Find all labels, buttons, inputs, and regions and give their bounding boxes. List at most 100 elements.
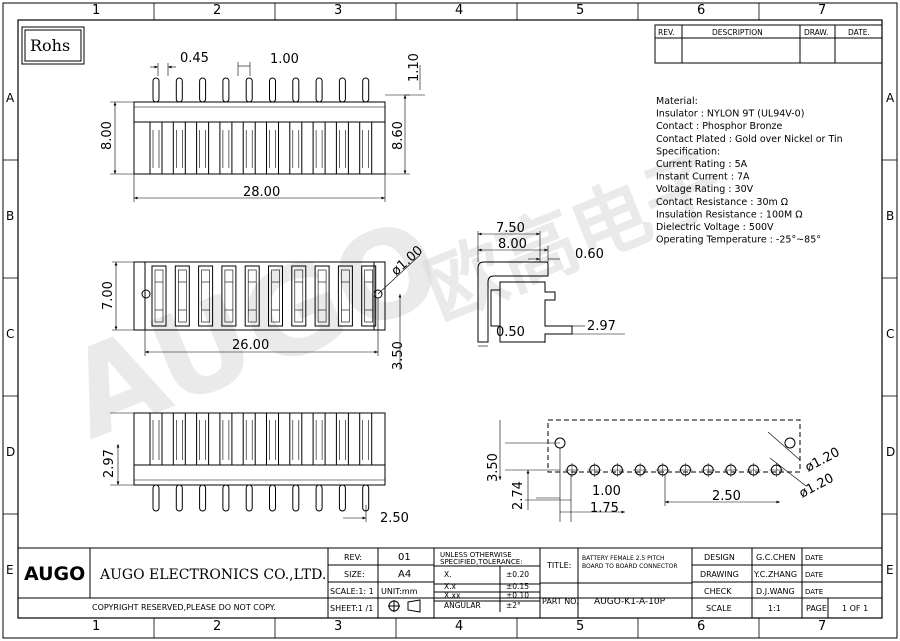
rear-pin <box>292 484 300 512</box>
scale-value-2: 1:1 <box>768 604 781 613</box>
title-block <box>18 547 882 619</box>
tolerance-key: X.xx <box>444 591 461 600</box>
rear-pin <box>175 484 183 512</box>
scale-label: SCALE:1: 1 <box>330 587 374 596</box>
page-label: PAGE <box>806 604 827 613</box>
top-pin <box>199 77 207 103</box>
rear-pin <box>338 484 346 512</box>
grid-col-3-bottom: 3 <box>334 619 342 634</box>
rev-value: 01 <box>398 552 411 563</box>
title-value-1: BATTERY FEMALE 2.5 PITCH <box>582 555 665 562</box>
front-slot <box>268 265 283 327</box>
check-value: D.J.WANG <box>756 587 795 596</box>
rohs-badge: Rohs <box>21 26 85 65</box>
tolerance-value: ±0.15 <box>506 582 529 591</box>
top-slot <box>266 121 279 175</box>
rev-header: REV. <box>658 28 675 37</box>
dim-pcb-hole-2: ø1.20 <box>797 471 837 502</box>
pcb-footprint <box>498 419 807 522</box>
top-pin <box>269 77 276 103</box>
rear-view <box>110 412 386 522</box>
grid-col-7-bottom: 7 <box>818 619 826 634</box>
grid-row-A-right: A <box>886 91 895 105</box>
grid-col-1-bottom: 1 <box>92 619 100 634</box>
spec-line: Dielectric Voltage : 500V <box>656 222 774 233</box>
company-name: AUGO ELECTRONICS CO.,LTD. <box>99 567 326 583</box>
spec-line: Contact : Phosphor Bronze <box>656 121 783 132</box>
rear-pin <box>222 484 230 512</box>
rear-pin <box>245 484 253 512</box>
grid-row-D-right: D <box>886 445 895 459</box>
rear-slot <box>219 412 233 466</box>
dim-side-750: 7.50 <box>496 221 525 236</box>
front-slot <box>337 265 353 327</box>
rear-slot <box>242 412 256 466</box>
rear-slot <box>335 412 349 466</box>
design-value: G.C.CHEN <box>756 553 796 562</box>
rear-pin <box>269 484 276 512</box>
dim-pcb-274: 2.74 <box>511 481 526 510</box>
part-no-label: PART NO. <box>542 597 579 606</box>
spec-line: Current Rating : 5A <box>656 159 748 170</box>
design-label: DESIGN <box>704 553 735 562</box>
front-slot <box>314 265 330 327</box>
drawing-value: Y.C.ZHANG <box>753 570 797 579</box>
rear-slot <box>359 412 373 466</box>
specification-notes: Material:Insulator : NYLON 9T (UL94V-0)C… <box>656 96 843 246</box>
spec-line: Contact Resistance : 30m Ω <box>656 197 788 208</box>
top-pin <box>152 77 160 103</box>
part-no-value: AUGO-K1-A-10P <box>594 597 666 607</box>
dim-pin-width: 0.45 <box>180 51 209 66</box>
date-label-2: DATE <box>805 571 823 579</box>
unit-label: UNIT:mm <box>381 587 418 596</box>
top-slot <box>289 121 303 175</box>
grid-col-6-bottom: 6 <box>697 619 705 634</box>
date-header: DATE. <box>848 28 870 37</box>
front-slot <box>361 265 377 327</box>
top-slot <box>196 121 210 175</box>
side-view <box>477 231 625 347</box>
grid-row-E-right: E <box>886 563 894 577</box>
dim-side-050: 0.50 <box>496 325 525 340</box>
size-label: SIZE: <box>344 570 365 579</box>
description-header: DESCRIPTION <box>712 28 763 37</box>
spec-line: Material: <box>656 96 698 107</box>
title-value-2: BOARD TO BOARD CONNECTOR <box>582 563 678 570</box>
front-view <box>112 254 421 370</box>
spec-line: Specification: <box>656 146 720 157</box>
rohs-text: Rohs <box>30 36 70 55</box>
dim-top-total-height: 8.60 <box>391 121 406 150</box>
grid-col-2-bottom: 2 <box>213 619 221 634</box>
tolerance-title-1: UNLESS OTHERWISE <box>440 551 512 559</box>
revision-table <box>654 24 883 64</box>
tolerance-value: ±2° <box>506 601 521 610</box>
spec-line: Instant Current : 7A <box>656 172 750 183</box>
top-slot <box>219 121 233 175</box>
top-slot <box>359 121 373 175</box>
grid-col-3-top: 3 <box>334 3 342 18</box>
front-slot <box>151 265 167 327</box>
top-pin <box>362 77 370 103</box>
dim-pcb-175: 1.75 <box>590 501 619 516</box>
front-slot <box>291 265 307 327</box>
page-value: 1 OF 1 <box>842 604 868 613</box>
tolerance-value: ±0.10 <box>506 591 529 600</box>
dim-pcb-hole-1: ø1.20 <box>803 445 843 476</box>
dim-top-width: 28.00 <box>243 185 280 200</box>
spec-line: Contact Plated : Gold over Nickel or Tin <box>656 134 843 145</box>
rear-slot <box>312 412 326 466</box>
size-value: A4 <box>398 569 411 580</box>
draw-header: DRAW. <box>804 28 828 37</box>
dim-top-height: 8.00 <box>100 121 115 150</box>
grid-col-4-top: 4 <box>455 3 463 18</box>
top-pin <box>292 77 300 103</box>
rear-slot <box>289 412 303 466</box>
spec-line: Insulator : NYLON 9T (UL94V-0) <box>656 109 804 120</box>
rear-pin <box>152 484 160 512</box>
top-pin <box>315 77 323 103</box>
spec-line: Operating Temperature : -25°~85° <box>656 235 821 246</box>
